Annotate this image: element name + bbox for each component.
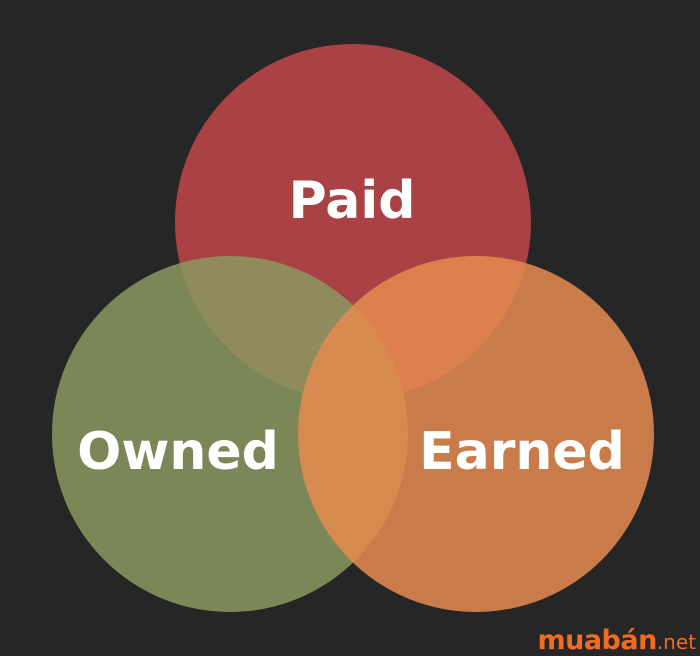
muaban-watermark: muabán.net (537, 627, 696, 654)
earned-circle (298, 256, 654, 612)
watermark-tld: .net (656, 630, 696, 654)
watermark-brand: muabán (537, 625, 657, 656)
paid-label: Paid (289, 171, 416, 231)
earned-label: Earned (419, 422, 625, 482)
owned-circle (52, 256, 408, 612)
owned-label: Owned (77, 422, 279, 482)
